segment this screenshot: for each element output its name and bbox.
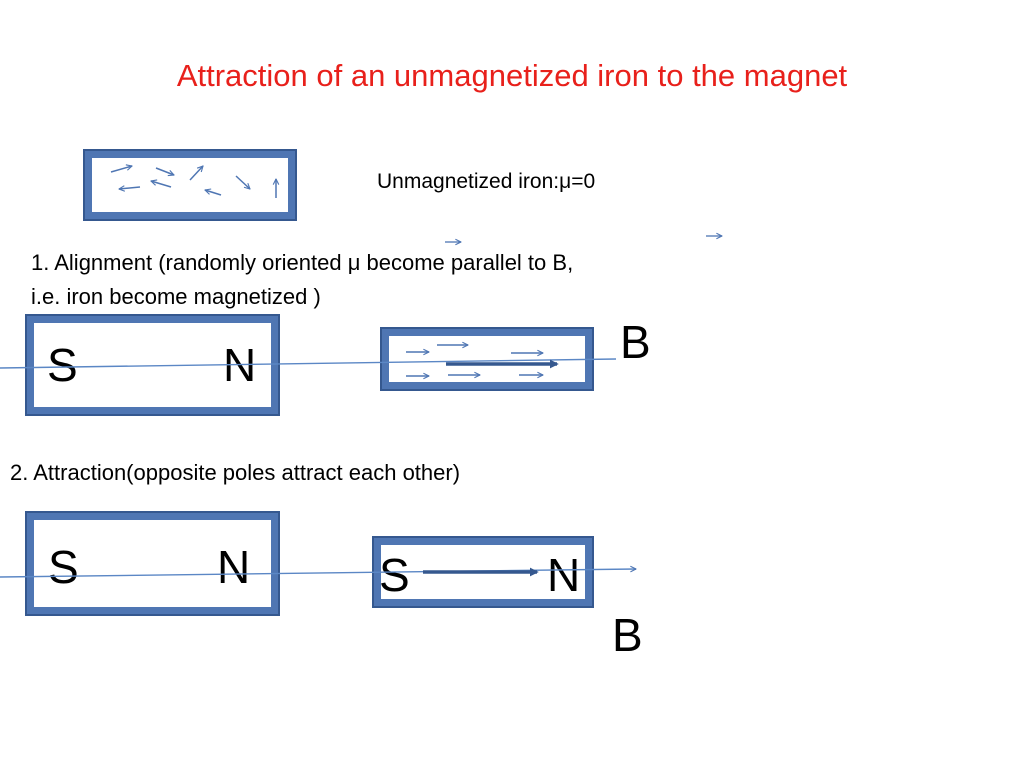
magnet-2-north: N — [217, 541, 251, 593]
magnet-1-south: S — [47, 339, 78, 391]
moment-arrow — [189, 166, 203, 181]
iron-south: S — [379, 549, 410, 601]
aligned-moment-arrows — [406, 345, 543, 376]
moment-arrow — [155, 167, 174, 175]
step1-text-line2: i.e. iron become magnetized ) — [31, 284, 321, 309]
step1-text-line1: 1. Alignment (randomly oriented μ become… — [31, 250, 574, 275]
iron-north: N — [547, 549, 581, 601]
magnet-2 — [25, 511, 280, 616]
field-line-1 — [0, 358, 617, 369]
unmagnetized-iron-box — [83, 149, 297, 221]
moment-arrow — [235, 175, 250, 189]
field-label-b-2: B — [612, 609, 643, 661]
moment-arrow — [151, 181, 172, 188]
moment-arrow — [119, 187, 141, 189]
unmagnetized-label: Unmagnetized iron:μ=0 — [377, 170, 596, 193]
moment-arrow — [110, 166, 132, 173]
magnet-2-south: S — [48, 541, 79, 593]
field-line-2 — [0, 569, 636, 578]
field-label-b-1: B — [620, 316, 651, 368]
moment-arrow — [205, 190, 222, 196]
step2-text: 2. Attraction(opposite poles attract eac… — [10, 460, 461, 485]
slide-title: Attraction of an unmagnetized iron to th… — [176, 58, 848, 93]
random-moment-arrows — [110, 166, 276, 198]
